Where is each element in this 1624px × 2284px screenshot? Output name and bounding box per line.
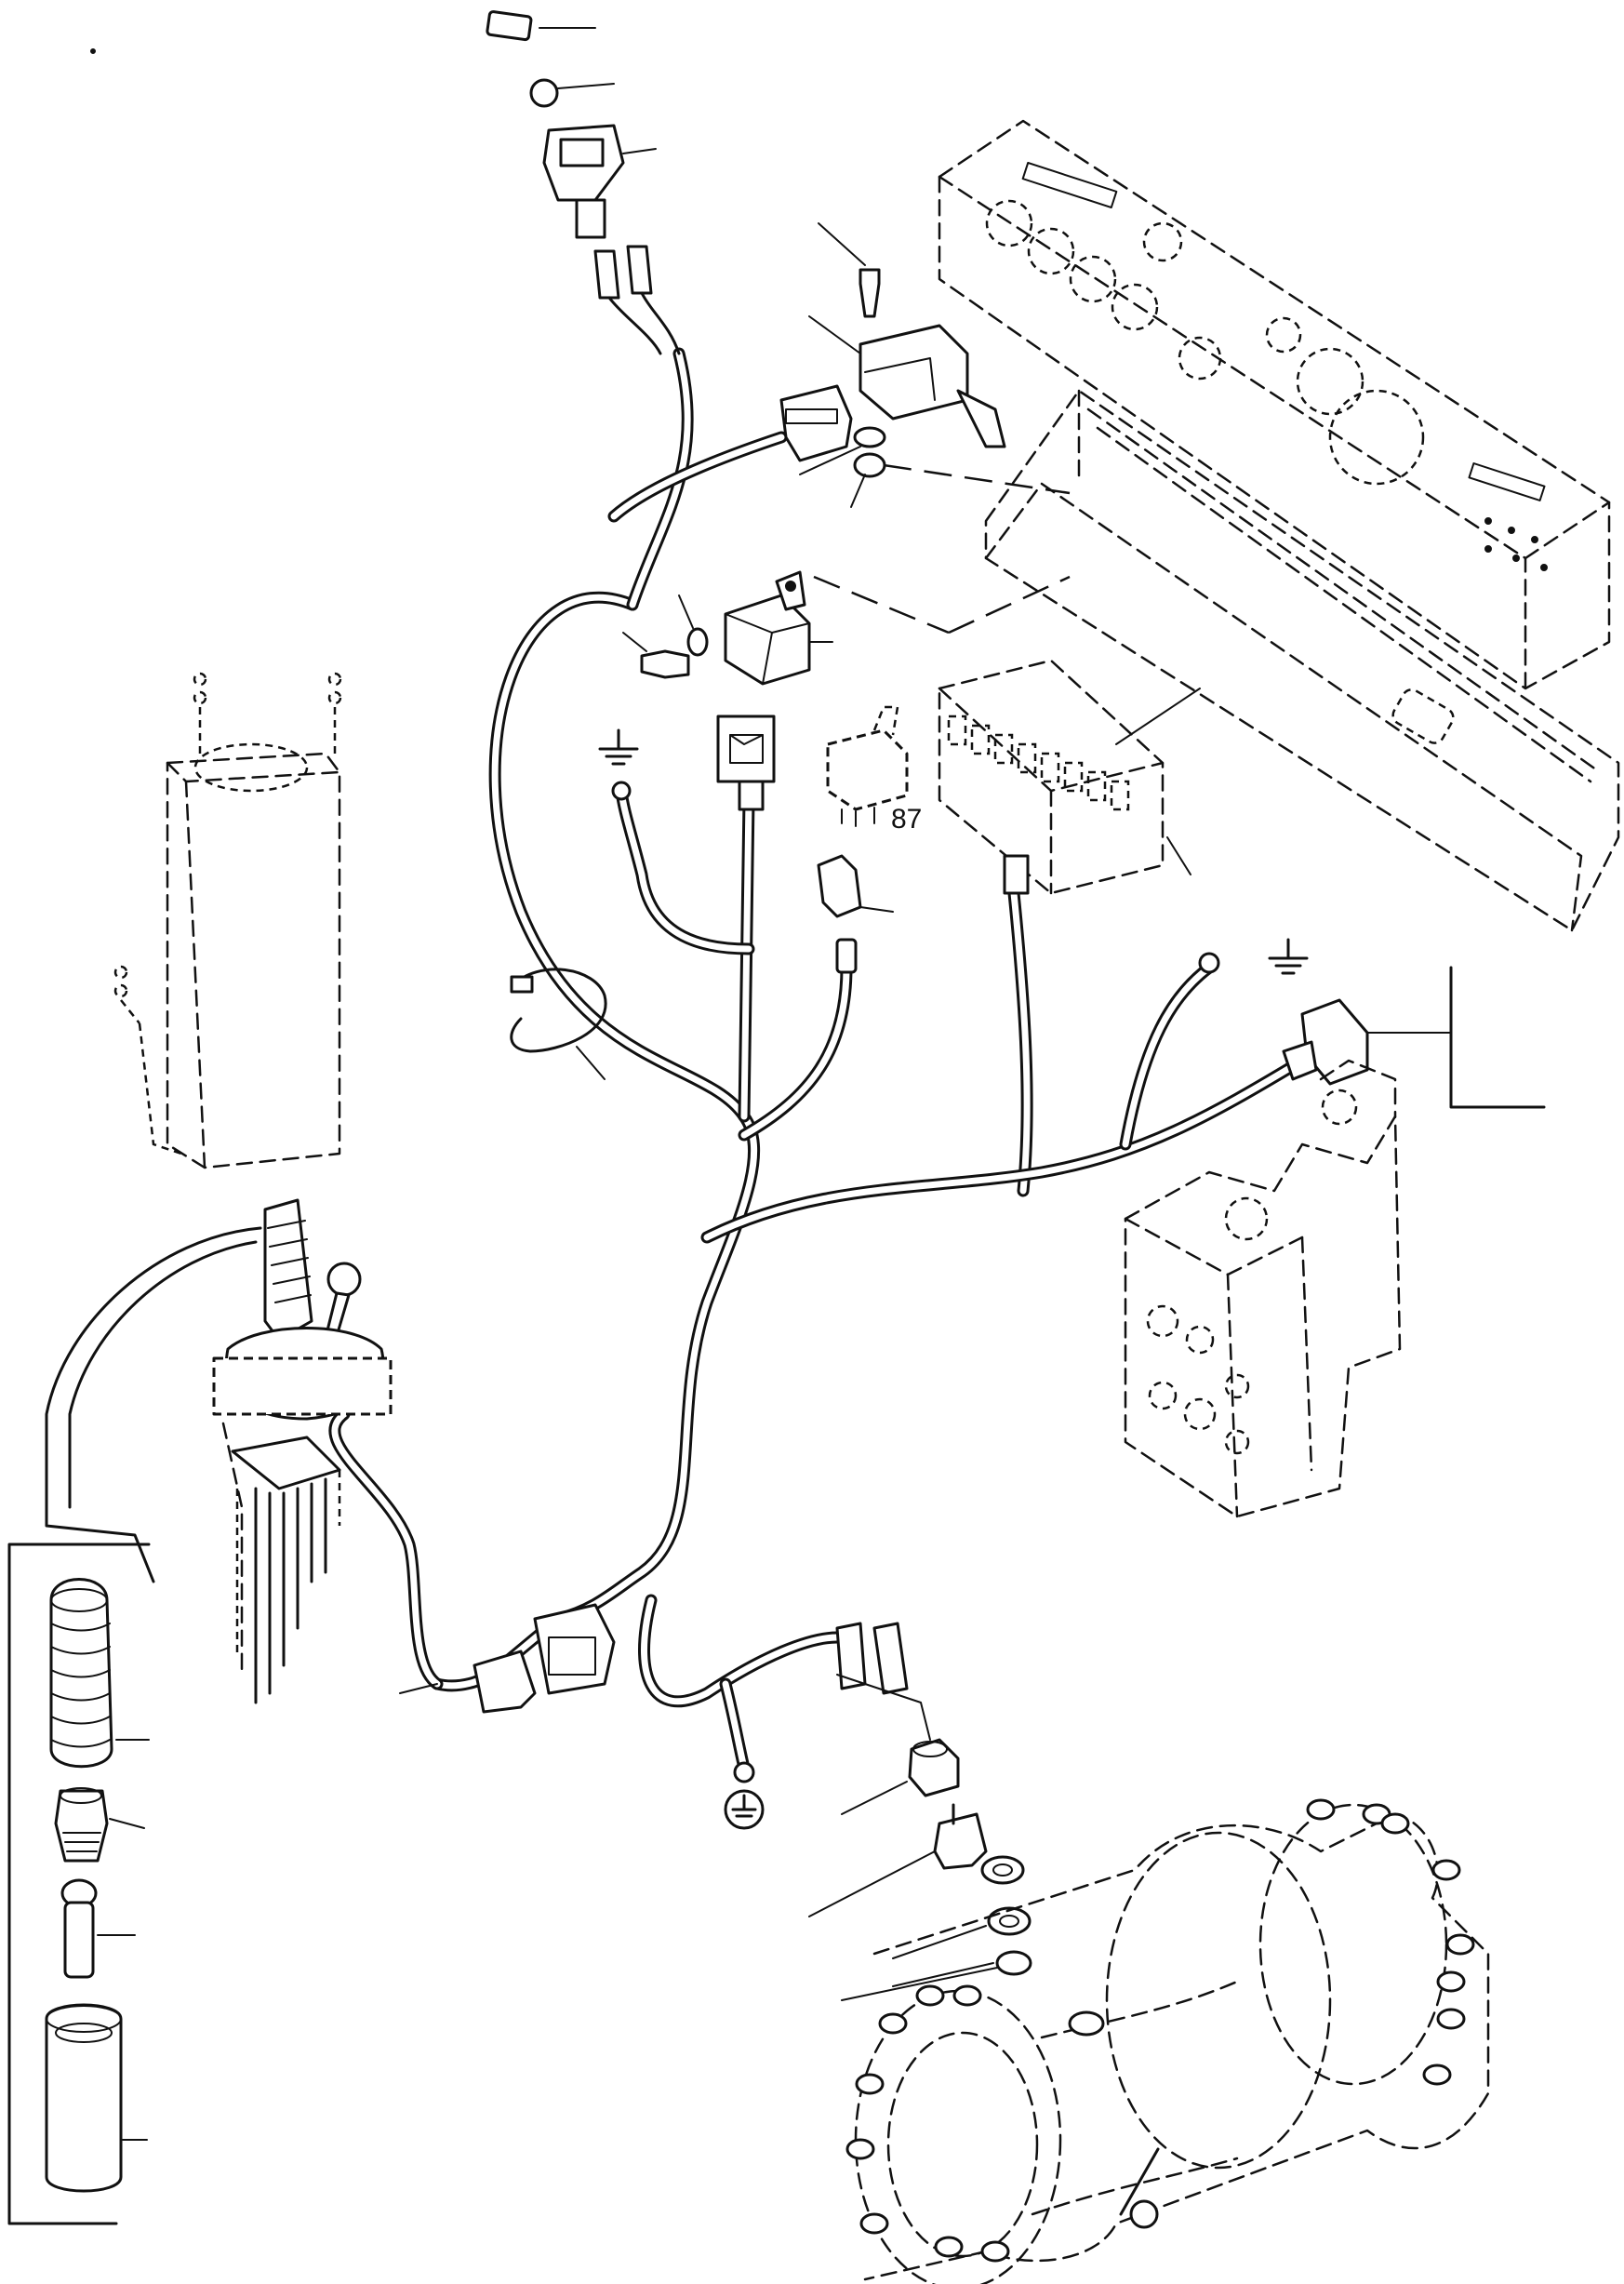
solenoid-connector: [1282, 966, 1546, 1109]
relay-assembly: 87: [622, 570, 950, 835]
pressure-switch-assembly: [808, 1622, 1032, 2001]
cable-tie: [510, 968, 607, 1080]
spade-connector: [626, 245, 653, 295]
relay-socket: [716, 715, 776, 783]
chassis-ground-icon: [724, 1761, 765, 1830]
switch-lens: [486, 10, 533, 42]
flasher-unit-assembly: [779, 222, 1071, 508]
nut: [853, 452, 886, 478]
fuse-connector: [1003, 854, 1030, 895]
harness-connector-pair: [399, 1603, 616, 1714]
rocker-switch-assembly: [486, 10, 681, 355]
relay: [724, 594, 811, 686]
control-valve-block: [1124, 1059, 1402, 1518]
fuse-row: [947, 715, 1130, 811]
relay-terminal-label: 87: [891, 804, 922, 835]
ground-symbol-icon: [1198, 938, 1309, 975]
wheel-stud-row: [845, 1984, 1010, 2263]
stray-dot: [90, 48, 96, 54]
screw: [859, 268, 881, 318]
wheel-stud-row: [1306, 1798, 1475, 2086]
ground-symbol-icon: [598, 728, 639, 801]
relay-dashed: [826, 728, 909, 811]
axle-housing: [845, 1798, 1490, 2284]
cable-connector-clip: [817, 854, 894, 974]
flasher-unit: [859, 324, 969, 421]
threaded-nut: [54, 1787, 145, 1863]
lever-knob: [326, 1262, 362, 1297]
switch-bulb: [529, 78, 559, 108]
sleeve-tube: [45, 2003, 148, 2193]
bolt: [640, 649, 690, 679]
rubber-boot: [49, 1578, 150, 1769]
instrument-panel: [938, 119, 1611, 690]
joystick-assembly: [212, 1198, 393, 1704]
washer: [853, 426, 886, 448]
console-housing: [113, 672, 342, 1169]
spade-connector: [593, 249, 620, 300]
fuse-box: [938, 659, 1201, 895]
pin-bushing: [60, 1878, 136, 1979]
wire-harness: [7, 347, 1309, 2225]
dashboard-housing: [948, 389, 1620, 932]
